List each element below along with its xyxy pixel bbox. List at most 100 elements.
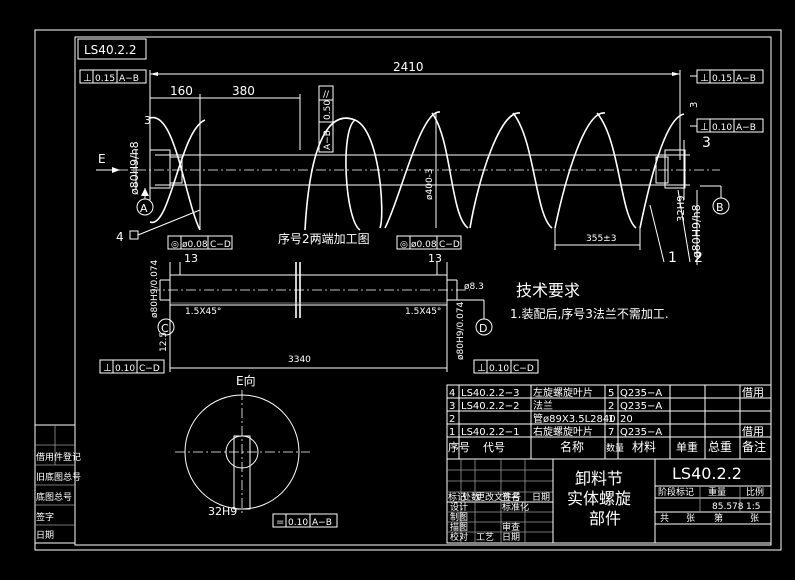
tb-count: 处数 [462, 491, 480, 503]
parts-row-4-no: 1 [449, 427, 455, 438]
svg-text:0.15: 0.15 [95, 74, 115, 84]
dim-pitch: 355±3 [586, 234, 616, 244]
tol-vertical-left: // 0.50 A−B [318, 85, 334, 153]
dim-right-13: 13 [428, 252, 442, 265]
svg-text:0.15: 0.15 [712, 74, 732, 84]
leader-3-top: 3 [689, 102, 700, 108]
parts-row-1-code: LS40.2.2−3 [461, 388, 519, 399]
parts-row-1-qty: 5 [608, 388, 614, 399]
e-view-caption: E向 [236, 373, 256, 388]
parts-row-2-no: 3 [449, 401, 455, 412]
parts-row-1-name: 左旋螺旋叶片 [533, 386, 593, 399]
svg-text:⊥: ⊥ [700, 122, 709, 133]
tb-role-draw: 制图 [450, 511, 468, 523]
dim-shaft-left: ø80H9/h8 [128, 141, 141, 195]
svg-text:◎: ◎ [400, 240, 408, 250]
svg-text:A−B: A−B [736, 123, 756, 133]
tol-part2-left: ◎ ø0.08 C−D [167, 235, 233, 250]
parts-header-qty: 数量 [606, 442, 624, 454]
screw-conveyor-view [100, 111, 720, 231]
tol-top-left: ⊥ 0.15 A−B [79, 69, 147, 84]
tb-date-top: 日期 [532, 492, 550, 503]
tb-role-design: 设计 [450, 501, 468, 513]
parts-row-2-code: LS40.2.2−2 [461, 401, 519, 412]
parts-row-1-material: Q235−A [620, 388, 662, 399]
dim-380: 380 [232, 84, 255, 98]
dim-hole-note: ø8.3 [464, 282, 484, 292]
svg-text:0.10: 0.10 [489, 364, 509, 374]
dim-left-13: 13 [184, 252, 198, 265]
tb-role-check: 校对 [450, 531, 468, 543]
dim-shaft-left-fit: ø80H9/0.074 [150, 259, 160, 318]
svg-text:旧底图总号: 旧底图总号 [36, 471, 81, 483]
tb-sheet-zhang2: 张 [750, 513, 759, 524]
title-block [446, 458, 772, 544]
svg-text:A−B: A−B [119, 74, 139, 84]
parts-header-total-weight: 总重 [708, 440, 732, 454]
parts-row-2-name: 法兰 [533, 399, 553, 412]
side-block: 借用件登记 旧底图总号 底图总号 签字 日期 [34, 424, 81, 544]
part2-caption: 序号2两端加工图 [278, 231, 370, 246]
leader-1: 1 [668, 250, 677, 266]
parts-row-3-name: 管ø89X3.5L2840 [533, 412, 616, 425]
svg-text:0.10: 0.10 [712, 123, 732, 133]
parts-row-3-no: 2 [449, 414, 455, 425]
leader-2: 2 [694, 250, 703, 266]
tb-sheet-zhang1: 张 [686, 513, 695, 524]
title-line-3: 部件 [589, 509, 621, 528]
svg-text:A−B: A−B [736, 74, 756, 84]
dim-shaft-right-fit: ø80H9/0.074 [456, 301, 466, 360]
parts-header-name: 名称 [560, 439, 584, 454]
tb-sign: 签名 [502, 491, 520, 503]
datum-c [157, 318, 175, 336]
inner-frame [74, 36, 772, 546]
svg-text:0.10: 0.10 [288, 518, 308, 528]
svg-text:A: A [140, 202, 148, 215]
svg-text:日期: 日期 [36, 530, 54, 541]
dim-12-5: 12.5 [159, 332, 169, 352]
parts-row-1-remark: 借用 [742, 386, 764, 399]
svg-text:A−B: A−B [323, 130, 333, 150]
svg-text:⊥: ⊥ [103, 363, 112, 374]
parts-row-3-qty: 1 [608, 414, 614, 425]
svg-text:=: = [276, 517, 284, 528]
parts-header-no: 序号 [448, 440, 470, 454]
dim-chamfer-right: 1.5X45° [405, 307, 441, 317]
tb-std: 标准化 [502, 501, 529, 513]
svg-text:B: B [716, 201, 724, 214]
svg-text:0.10: 0.10 [115, 364, 135, 374]
svg-text:C−D: C−D [513, 364, 534, 374]
parts-row-4-name: 右旋螺旋叶片 [533, 425, 593, 438]
parts-header-unit-weight: 单重 [676, 440, 698, 454]
notes-heading: 技术要求 [516, 281, 580, 300]
title-line-1: 卸料节 [575, 469, 623, 488]
tb-approve: 审查 [502, 521, 520, 533]
parts-row-4-material: Q235−A [620, 427, 662, 438]
tb-role-trace: 描图 [450, 521, 468, 533]
tb-weight-label: 重量 [708, 486, 726, 498]
svg-text:C−D: C−D [210, 240, 231, 250]
svg-text:C−D: C−D [139, 364, 160, 374]
svg-text:借用件登记: 借用件登记 [36, 451, 81, 463]
leader-4: 4 [116, 230, 124, 244]
tb-change-doc: 更改文件号 [476, 491, 521, 503]
pipe-detail-view [150, 262, 470, 318]
svg-text:⊥: ⊥ [477, 363, 486, 374]
dim-dia-400: ø400-3 [425, 168, 435, 200]
svg-text:A−B: A−B [312, 518, 332, 528]
tb-scale-label: 比例 [746, 486, 764, 498]
parts-row-1-no: 4 [449, 388, 455, 399]
parts-row-2-qty: 2 [608, 401, 614, 412]
tb-stage: 阶段标记 [658, 486, 694, 498]
parts-row-4-remark: 借用 [742, 425, 764, 438]
svg-text:签字: 签字 [36, 511, 54, 523]
svg-text:底图总号: 底图总号 [36, 491, 72, 503]
drawing-number-box [77, 38, 147, 60]
dim-160: 160 [170, 84, 193, 98]
parts-row-3-material: 20 [620, 414, 633, 425]
tol-bottom-right: ⊥ 0.10 C−D [473, 359, 539, 374]
svg-text:D: D [479, 322, 487, 335]
svg-text:C: C [161, 322, 169, 335]
svg-text:ø0.08: ø0.08 [182, 240, 208, 250]
svg-text:⊥: ⊥ [83, 73, 92, 84]
